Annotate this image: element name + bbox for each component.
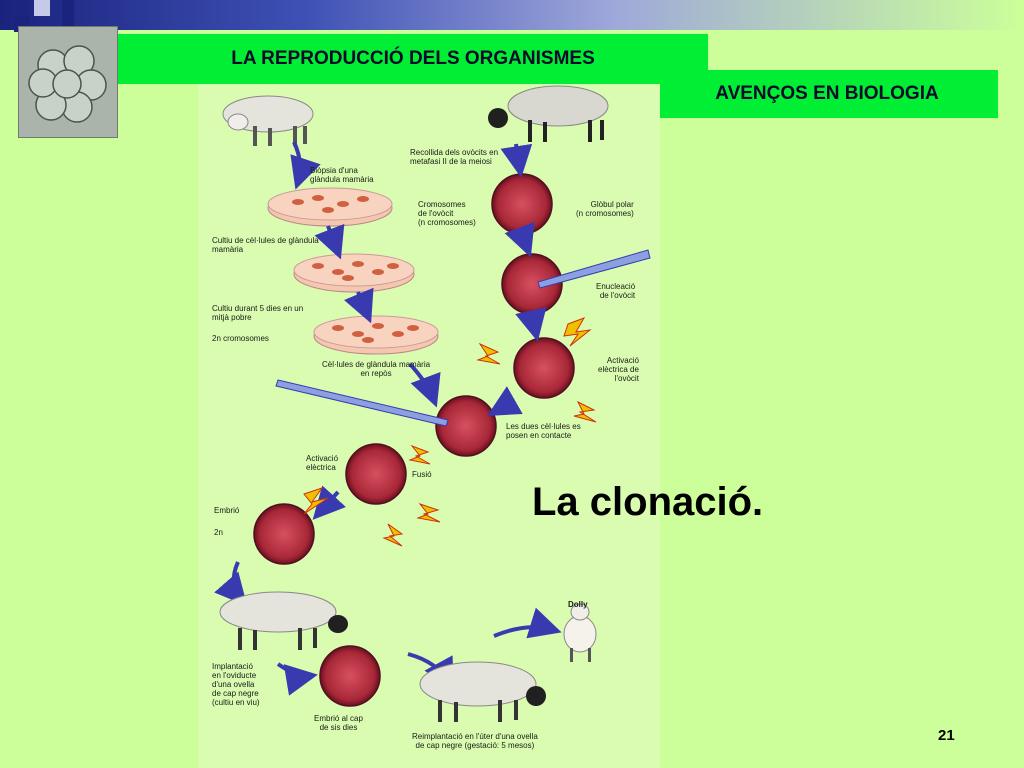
header-subtitle: AVENÇOS EN BIOLOGIA (656, 70, 998, 118)
process-arrow (214, 141, 562, 696)
label-activacio-ovocit: Activació elèctrica de l'ovòcit (598, 356, 639, 383)
label-biopsia: Biòpsia d'una glàndula mamària (310, 166, 374, 184)
decorative-gradient-bar (0, 0, 1024, 30)
label-implantacio: Implantació en l'oviducte d'una ovella d… (212, 662, 260, 707)
label-2n-cromosomes: 2n cromosomes (212, 334, 269, 343)
pipette (275, 249, 651, 427)
sheep-white-face (222, 95, 314, 146)
label-embrio-sis-dies: Embrió al cap de sis dies (314, 714, 363, 732)
header-title: LA REPRODUCCIÓ DELS ORGANISMES (118, 34, 708, 84)
electric-spark (303, 317, 597, 547)
label-globul-polar: Glòbul polar (n cromosomes) (576, 200, 634, 218)
cloning-diagram-graphic (214, 85, 651, 722)
label-contacte: Les dues cèl·lules es posen en contacte (506, 422, 581, 440)
embryo-photo (18, 26, 118, 138)
petri-dish (313, 315, 439, 355)
label-reimplantacio: Reimplantació en l'úter d'una ovella de … (412, 732, 538, 750)
sheep-white-face (219, 591, 348, 650)
label-repos: Cèl·lules de glàndula mamària en repòs (322, 360, 431, 378)
label-fusio: Fusió (412, 470, 432, 479)
decorative-square (34, 0, 50, 16)
slide-title: La clonació. (532, 480, 764, 524)
label-cultiu: Cultiu de cèl·lules de glàndula mamària (212, 236, 319, 254)
label-dolly: Dolly (568, 600, 588, 609)
label-recollida: Recollida dels ovòcits en metafasi II de… (410, 148, 499, 166)
label-embrio: Embrió (214, 506, 240, 515)
sheep-black-face (488, 85, 609, 142)
decorative-square (62, 0, 74, 28)
cloning-diagram: Biòpsia d'una glàndula mamària Cultiu de… (198, 84, 660, 768)
dolly-lamb (563, 603, 597, 662)
page-number: 21 (938, 727, 955, 744)
label-embrio-2n: 2n (214, 528, 223, 537)
petri-dish (267, 187, 393, 227)
label-cultiu5: Cultiu durant 5 dies en un mitjà pobre (212, 304, 304, 322)
label-activacio: Activació elèctrica (306, 454, 339, 472)
petri-dish (293, 253, 415, 293)
label-enucleacio: Enucleació de l'ovòcit (596, 282, 636, 300)
sheep-black-face (419, 661, 546, 722)
label-cromosomes-ovocit: Cromosomes de l'ovòcit (n cromosomes) (418, 200, 476, 227)
